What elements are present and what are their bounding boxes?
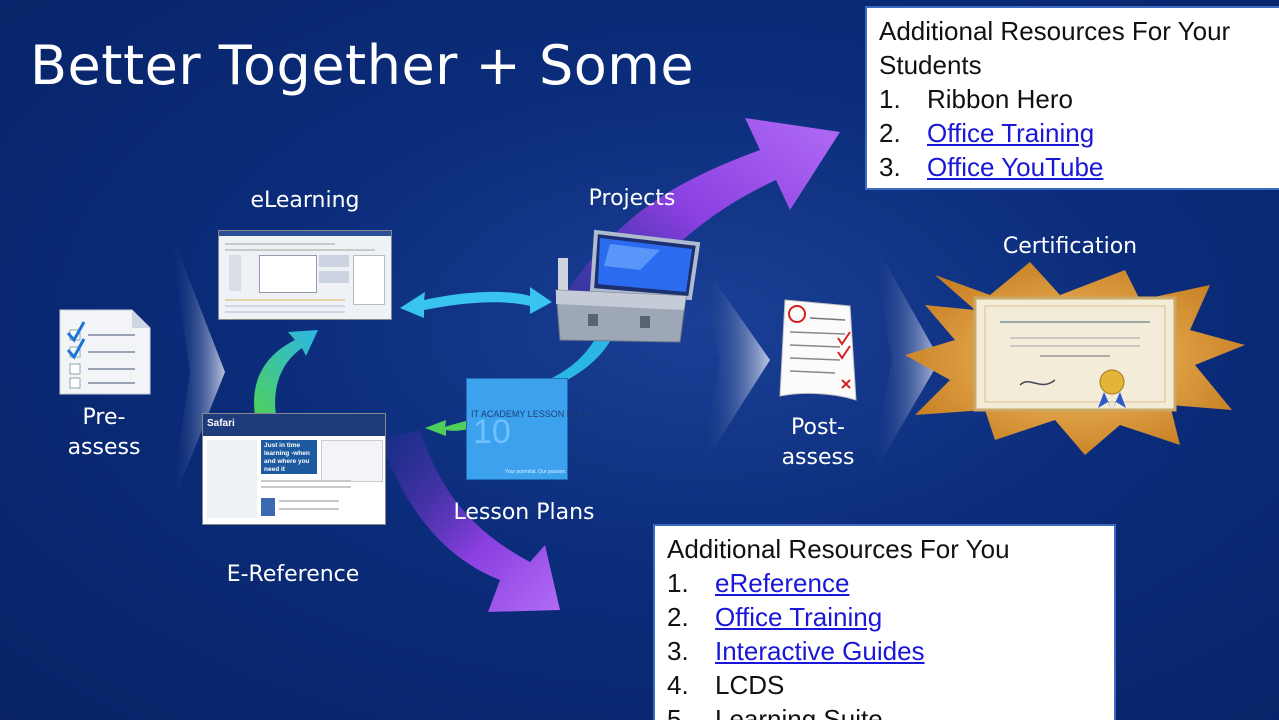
slide-title: Better Together + Some (30, 34, 695, 97)
label-post-assess-line1: Post- (791, 415, 845, 440)
list-number: 2. (879, 118, 901, 148)
lesson-plan-cover: IT ACADEMY LESSON PLAN 10 Your potential… (466, 378, 590, 480)
learning-suite-text: Learning Suite (715, 704, 883, 720)
chevron-1 (170, 230, 225, 510)
students-box-heading-1: Additional Resources For Your (879, 16, 1231, 46)
label-projects: Projects (588, 186, 676, 211)
list-item: 1. Ribbon Hero (879, 82, 1271, 116)
post-assess-paper-icon (779, 299, 857, 401)
ereference-link[interactable]: eReference (715, 568, 850, 598)
list-item: 3. Interactive Guides (667, 634, 1102, 668)
chevron-2 (700, 260, 770, 470)
list-number: 5. (667, 704, 689, 720)
green-arrow-up (254, 330, 318, 415)
list-item: 1. eReference (667, 566, 1102, 600)
list-item: 5. Learning Suite (667, 702, 1102, 720)
students-resources-list: 1. Ribbon Hero 2. Office Training 3. Off… (879, 82, 1271, 184)
label-pre-assess-line2: assess (67, 435, 141, 460)
chevron-3 (870, 235, 940, 480)
purple-arrow-down (380, 430, 560, 612)
toolbox-computer-icon (555, 229, 701, 343)
label-post-assess: Post- assess (768, 413, 868, 473)
your-resources-list: 1. eReference 2. Office Training 3. Inte… (667, 566, 1102, 720)
label-post-assess-line2: assess (781, 445, 855, 470)
lesson-plan-footer: Your potential. Our passion. (505, 469, 567, 475)
students-resources-box: Additional Resources For Your Students 1… (865, 6, 1279, 190)
your-box-heading: Additional Resources For You (667, 534, 1010, 564)
list-item: 4. LCDS (667, 668, 1102, 702)
list-number: 4. (667, 670, 689, 700)
label-certification: Certification (1002, 234, 1138, 259)
lesson-plan-header: IT ACADEMY LESSON PLAN (471, 409, 591, 419)
safari-screenshot: Safari Just in time learning -when and w… (202, 413, 386, 525)
office-training-link[interactable]: Office Training (927, 118, 1095, 148)
pre-assess-document-icon (59, 309, 151, 395)
seal-icon (1099, 369, 1125, 395)
cyan-double-arrow (400, 287, 552, 318)
list-item: 2. Office Training (879, 116, 1271, 150)
list-number: 3. (879, 152, 901, 182)
label-pre-assess-line1: Pre- (82, 405, 126, 430)
list-number: 3. (667, 636, 689, 666)
certificate-paper (973, 296, 1177, 412)
ribbon-hero-text: Ribbon Hero (927, 84, 1073, 114)
lesson-plan-number: 10 (473, 413, 511, 451)
green-arrow-left (425, 420, 472, 436)
list-number: 1. (879, 84, 901, 114)
interactive-guides-link[interactable]: Interactive Guides (715, 636, 925, 666)
label-lesson-plans: Lesson Plans (453, 500, 595, 525)
list-number: 2. (667, 602, 689, 632)
office-training-link[interactable]: Office Training (715, 602, 883, 632)
office-youtube-link[interactable]: Office YouTube (927, 152, 1104, 182)
label-e-reference: E-Reference (226, 562, 360, 587)
students-box-heading-2: Students (879, 50, 982, 80)
list-number: 1. (667, 568, 689, 598)
safari-callout: Just in time learning -when and where yo… (264, 442, 310, 473)
label-pre-assess: Pre- assess (54, 403, 154, 463)
lcds-text: LCDS (715, 670, 785, 700)
safari-brand: Safari (207, 418, 235, 429)
list-item: 3. Office YouTube (879, 150, 1271, 184)
list-item: 2. Office Training (667, 600, 1102, 634)
elearning-screenshot (218, 230, 392, 320)
your-resources-box: Additional Resources For You 1. eReferen… (653, 524, 1116, 720)
label-elearning: eLearning (250, 188, 360, 213)
